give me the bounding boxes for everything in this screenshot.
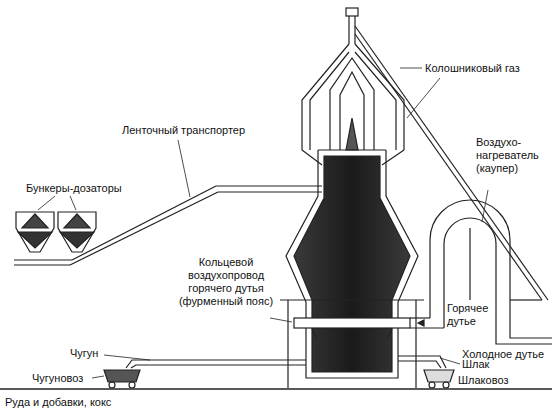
- part-label: Чугун: [70, 347, 98, 360]
- part-label: Шлак: [462, 358, 489, 371]
- part-label: Воздухо-нагреватель (каупер): [476, 136, 548, 175]
- part-label: Колошниковый газ: [425, 62, 520, 75]
- part-label: Руда и добавки, кокс: [5, 396, 111, 409]
- part-label: Ленточный транспортер: [122, 124, 245, 137]
- part-label: Чугуновоз: [32, 372, 83, 385]
- part-label: Горячее дутье: [447, 302, 495, 328]
- part-label: Кольцевой воздухопровод горячего дутья (…: [170, 256, 282, 308]
- part-label: Бункеры-дозаторы: [26, 182, 122, 195]
- part-label: Шлаковоз: [458, 374, 508, 387]
